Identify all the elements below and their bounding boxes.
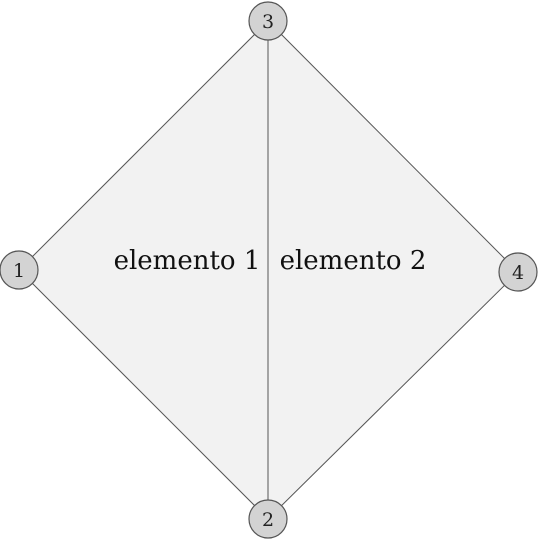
node-4-label: 4 <box>512 262 524 284</box>
node-2: 2 <box>248 499 288 539</box>
node-2-circle <box>248 499 288 539</box>
node-1-label: 1 <box>13 260 25 282</box>
node-1-circle <box>0 250 39 290</box>
node-3-label: 3 <box>262 11 274 33</box>
edge-1-3 <box>18 20 269 271</box>
element-1-region <box>19 21 268 519</box>
element-2-label: elemento 2 <box>280 246 427 276</box>
node-1: 1 <box>0 250 39 290</box>
element-1-label: elemento 1 <box>114 246 261 276</box>
node-4: 4 <box>498 252 538 292</box>
node-2-label: 2 <box>262 509 274 531</box>
edge-3-4 <box>267 20 519 273</box>
element-2-region <box>268 21 518 519</box>
edge-2-1 <box>18 269 269 520</box>
node-3-circle <box>248 1 288 41</box>
node-4-circle <box>498 252 538 292</box>
node-3: 3 <box>248 1 288 41</box>
edge-4-2 <box>267 271 519 520</box>
